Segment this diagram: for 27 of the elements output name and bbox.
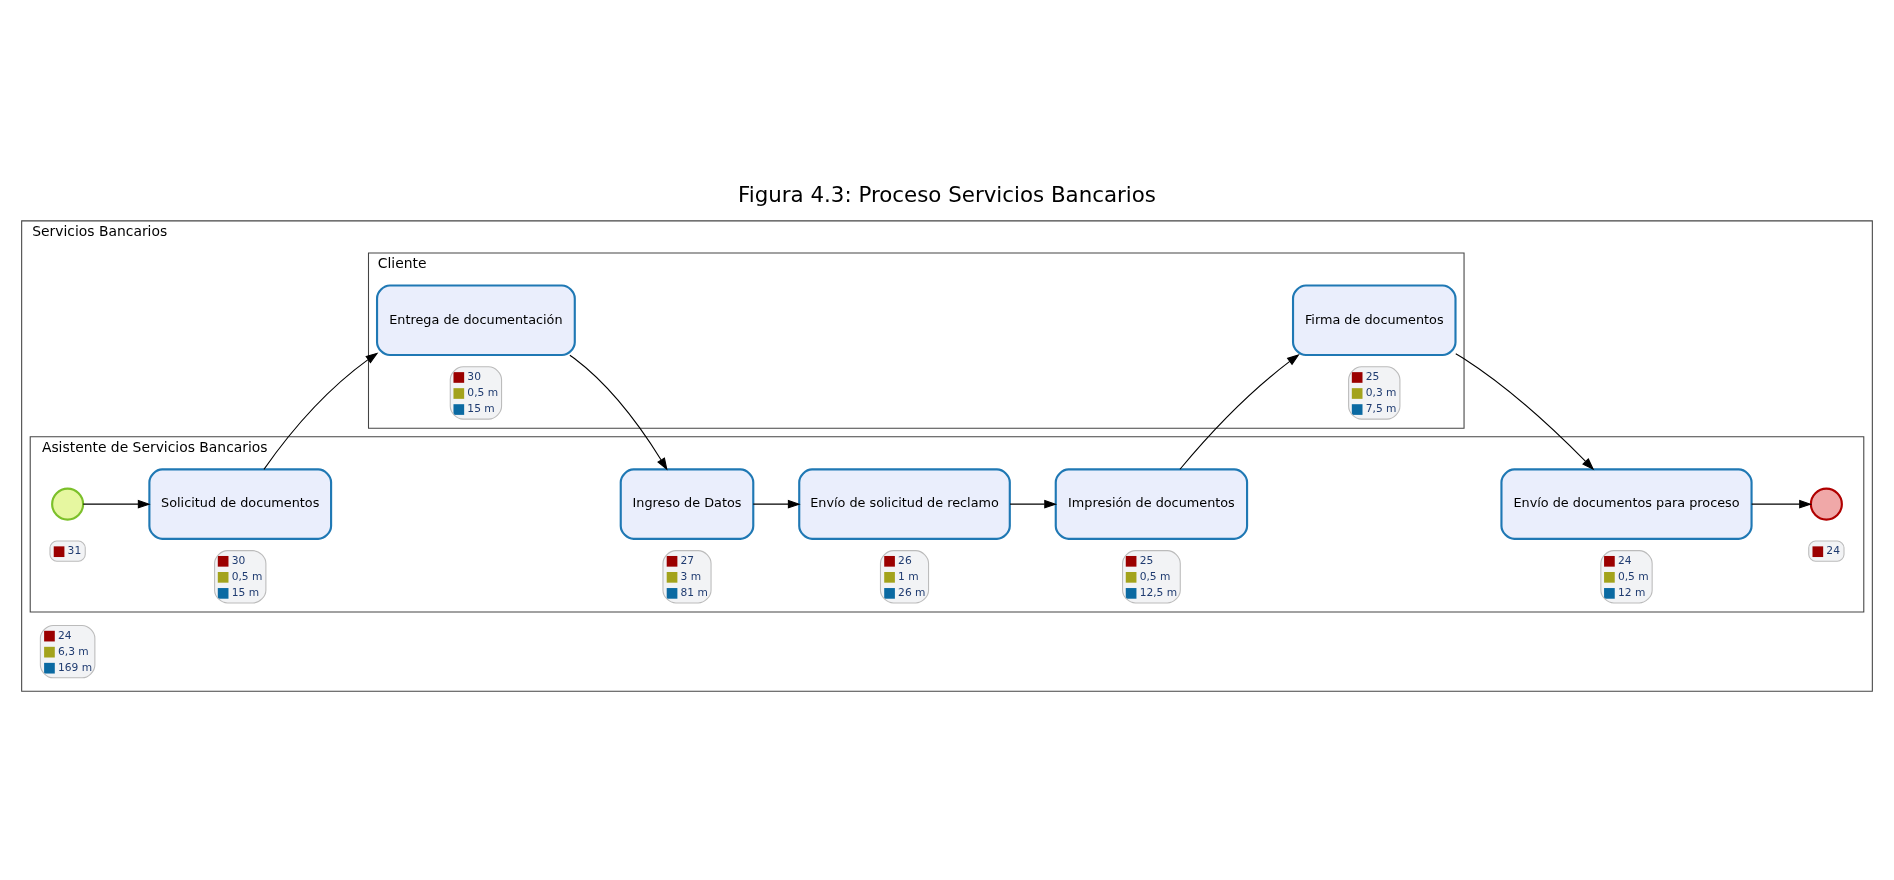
node-label: 26 [898, 553, 912, 567]
node-label: 27 [680, 553, 695, 567]
node-label: 1 m [898, 570, 919, 584]
node-label: 81 m [680, 586, 708, 600]
node-label: 31 [67, 544, 82, 558]
node-label: 12 m [1617, 586, 1646, 600]
node-label: 26 m [898, 586, 926, 600]
node-label: 0,5 m [1139, 570, 1171, 584]
node-label: 15 m [467, 402, 495, 416]
node-label: 169 m [58, 660, 93, 674]
node-label: 12,5 m [1139, 586, 1178, 600]
node-label: 0,5 m [1617, 570, 1649, 584]
node-label: 30 [231, 553, 246, 567]
node-label: 7,5 m [1365, 402, 1397, 416]
node-label: 0,5 m [231, 570, 263, 584]
node-label: 0,5 m [467, 386, 499, 400]
node-label: 25 [1139, 553, 1154, 567]
node-label: 24 [1826, 544, 1840, 558]
diagram-title: Figura 4.3: Proceso Servicios Bancarios [738, 181, 1156, 207]
node-label: 0,3 m [1365, 386, 1397, 400]
node-label: 24 [58, 628, 72, 642]
node-label: 6,3 m [58, 644, 89, 658]
node-label: 30 [467, 370, 481, 384]
node-label: 3 m [680, 570, 702, 584]
node-label: 25 [1365, 370, 1380, 384]
node-label: 24 [1617, 553, 1632, 567]
node-label: 15 m [231, 586, 260, 600]
